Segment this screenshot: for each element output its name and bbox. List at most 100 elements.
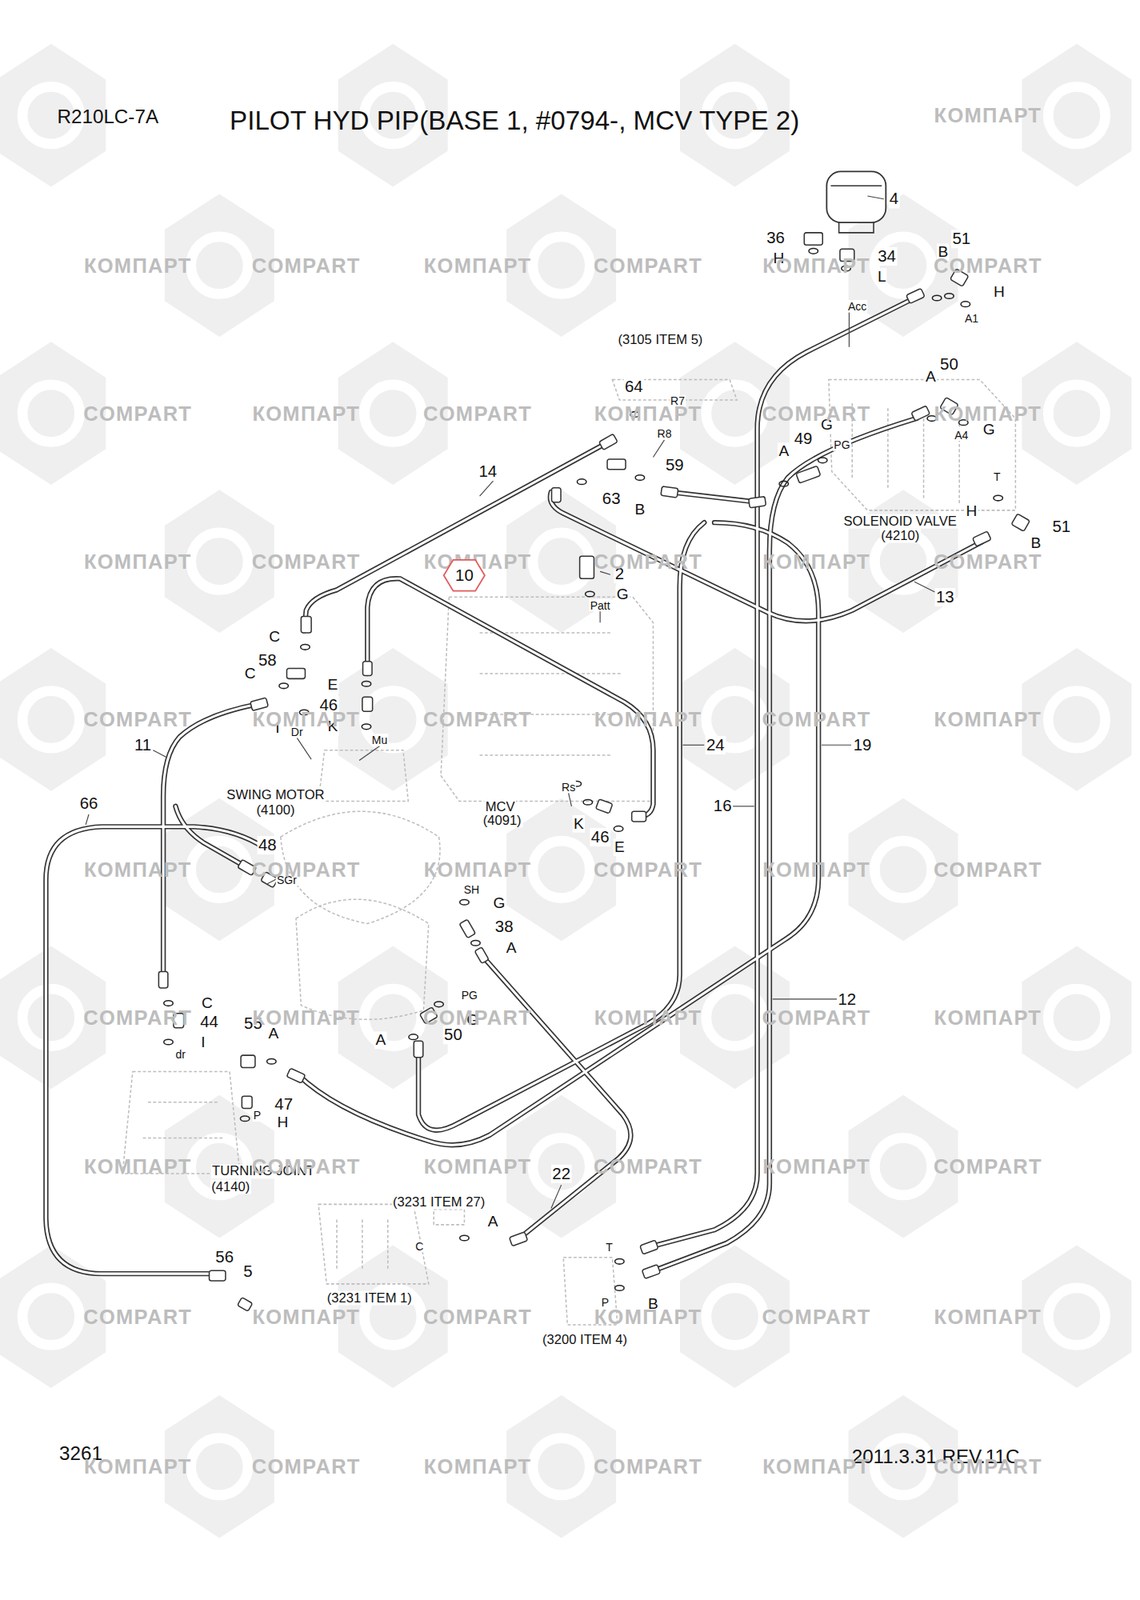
leader-line — [682, 744, 704, 746]
callout-label: A — [777, 442, 790, 460]
callout-label: C — [268, 628, 281, 646]
callout-label: 50 — [939, 355, 960, 373]
callout-label: 64 — [624, 377, 644, 396]
watermark-text: КОМПАРТ — [424, 1456, 532, 1477]
fitting-symbol — [362, 696, 373, 712]
callout-label: 24 — [705, 736, 726, 754]
o-ring-symbol — [460, 1235, 469, 1241]
o-ring-symbol — [808, 248, 818, 255]
leader-line — [652, 440, 664, 458]
watermark-text: COMPART — [423, 403, 532, 424]
callout-label: (4210) — [880, 528, 920, 544]
watermark-text: COMPART — [762, 1306, 872, 1328]
hose-bore — [45, 826, 264, 1274]
o-ring-symbol — [408, 1034, 418, 1040]
watermark-text: COMPART — [252, 1456, 361, 1477]
fitting-symbol — [459, 919, 476, 938]
watermark-logo-ring — [22, 384, 80, 442]
callout-label: G — [492, 895, 506, 912]
component-outline — [828, 380, 1016, 511]
fitting-symbol — [599, 433, 618, 450]
leader-lines — [85, 196, 935, 1209]
callout-label: 63 — [601, 490, 622, 508]
callout-label: A4 — [953, 428, 970, 441]
watermark-text: КОМПАРТ — [762, 859, 871, 880]
o-ring-symbol — [615, 1285, 624, 1292]
fitting-symbol — [640, 1240, 659, 1255]
hose-outline — [481, 955, 631, 1240]
callout-label: 5 — [242, 1262, 254, 1280]
callout-label: 66 — [78, 794, 99, 812]
hose-bore — [651, 418, 917, 1272]
watermark-logo-ring — [1048, 691, 1105, 748]
o-ring-symbol — [583, 799, 592, 805]
watermark-logo-ring — [874, 236, 932, 294]
leader-line — [152, 750, 167, 758]
leader-line — [568, 792, 572, 807]
leader-line — [359, 746, 380, 761]
callout-label: 59 — [664, 456, 685, 475]
callout-label: R8 — [656, 427, 672, 440]
hose-bore — [304, 440, 612, 632]
callout-label: 19 — [852, 736, 872, 754]
fitting-symbol — [286, 668, 305, 680]
callout-label: C — [200, 995, 214, 1012]
callout-label: 51 — [1051, 517, 1072, 536]
callout-label: 12 — [836, 990, 857, 1008]
component-outline — [318, 1204, 429, 1284]
callout-label: (3231 ITEM 1) — [326, 1291, 414, 1306]
watermark-logo-ring — [532, 236, 590, 294]
callout-label: B — [1029, 534, 1042, 552]
o-ring-symbol — [471, 940, 480, 946]
callout-label: A1 — [964, 312, 980, 324]
component-outline — [336, 1220, 388, 1272]
o-ring-symbol — [944, 293, 954, 300]
fitting-symbol — [804, 232, 823, 245]
watermark-text: КОМПАРТ — [84, 255, 192, 276]
callout-label: 38 — [494, 917, 515, 936]
callout-label: 56 — [214, 1248, 235, 1266]
o-ring-symbol — [164, 1000, 173, 1007]
watermark-text: COMPART — [593, 1156, 703, 1177]
callout-label: T — [992, 470, 1002, 483]
watermark-text: КОМПАРТ — [424, 859, 532, 880]
hose-outline — [550, 492, 982, 621]
watermark-text: КОМПАРТ — [252, 1007, 360, 1028]
o-ring-symbol — [267, 1058, 276, 1064]
watermark-text: COMPART — [83, 403, 192, 424]
callout-label: 34 — [876, 247, 897, 265]
watermark-text: КОМПАРТ — [594, 1306, 703, 1328]
leader-line — [848, 312, 850, 347]
callout-label: B — [633, 500, 646, 518]
callout-label: 48 — [257, 836, 278, 854]
watermark-text: COMPART — [933, 859, 1043, 880]
component-outline — [143, 1102, 225, 1139]
watermark-text: КОМПАРТ — [934, 709, 1043, 731]
watermark-logo-ring — [874, 840, 932, 898]
o-ring-symbol — [434, 1001, 444, 1008]
callout-label: 36 — [765, 228, 786, 247]
callout-label: 50 — [443, 1025, 464, 1044]
callout-label: C — [243, 664, 256, 682]
fitting-symbol — [509, 1232, 528, 1247]
watermark-text: КОМПАРТ — [594, 403, 703, 424]
accumulator-symbol — [826, 171, 886, 233]
leader-line — [85, 814, 89, 825]
hose-lines — [45, 298, 982, 1275]
leader-line — [296, 737, 312, 760]
watermark-text: COMPART — [762, 1007, 872, 1028]
watermark-text: КОМПАРТ — [84, 1456, 192, 1477]
watermark-text: КОМПАРТ — [252, 403, 360, 424]
watermark-text: COMPART — [252, 255, 361, 276]
watermark-text: COMPART — [83, 709, 192, 731]
watermark-logo-ring — [191, 1438, 248, 1496]
hose-bore — [367, 578, 653, 816]
watermark-text: КОМПАРТ — [762, 551, 871, 572]
o-ring-symbol — [993, 495, 1003, 501]
fitting-symbol — [363, 661, 372, 676]
callout-label: E — [613, 838, 626, 856]
watermark-text: COMPART — [423, 1007, 532, 1028]
watermark-logo-ring — [1048, 86, 1105, 144]
callout-label: 16 — [712, 797, 733, 816]
